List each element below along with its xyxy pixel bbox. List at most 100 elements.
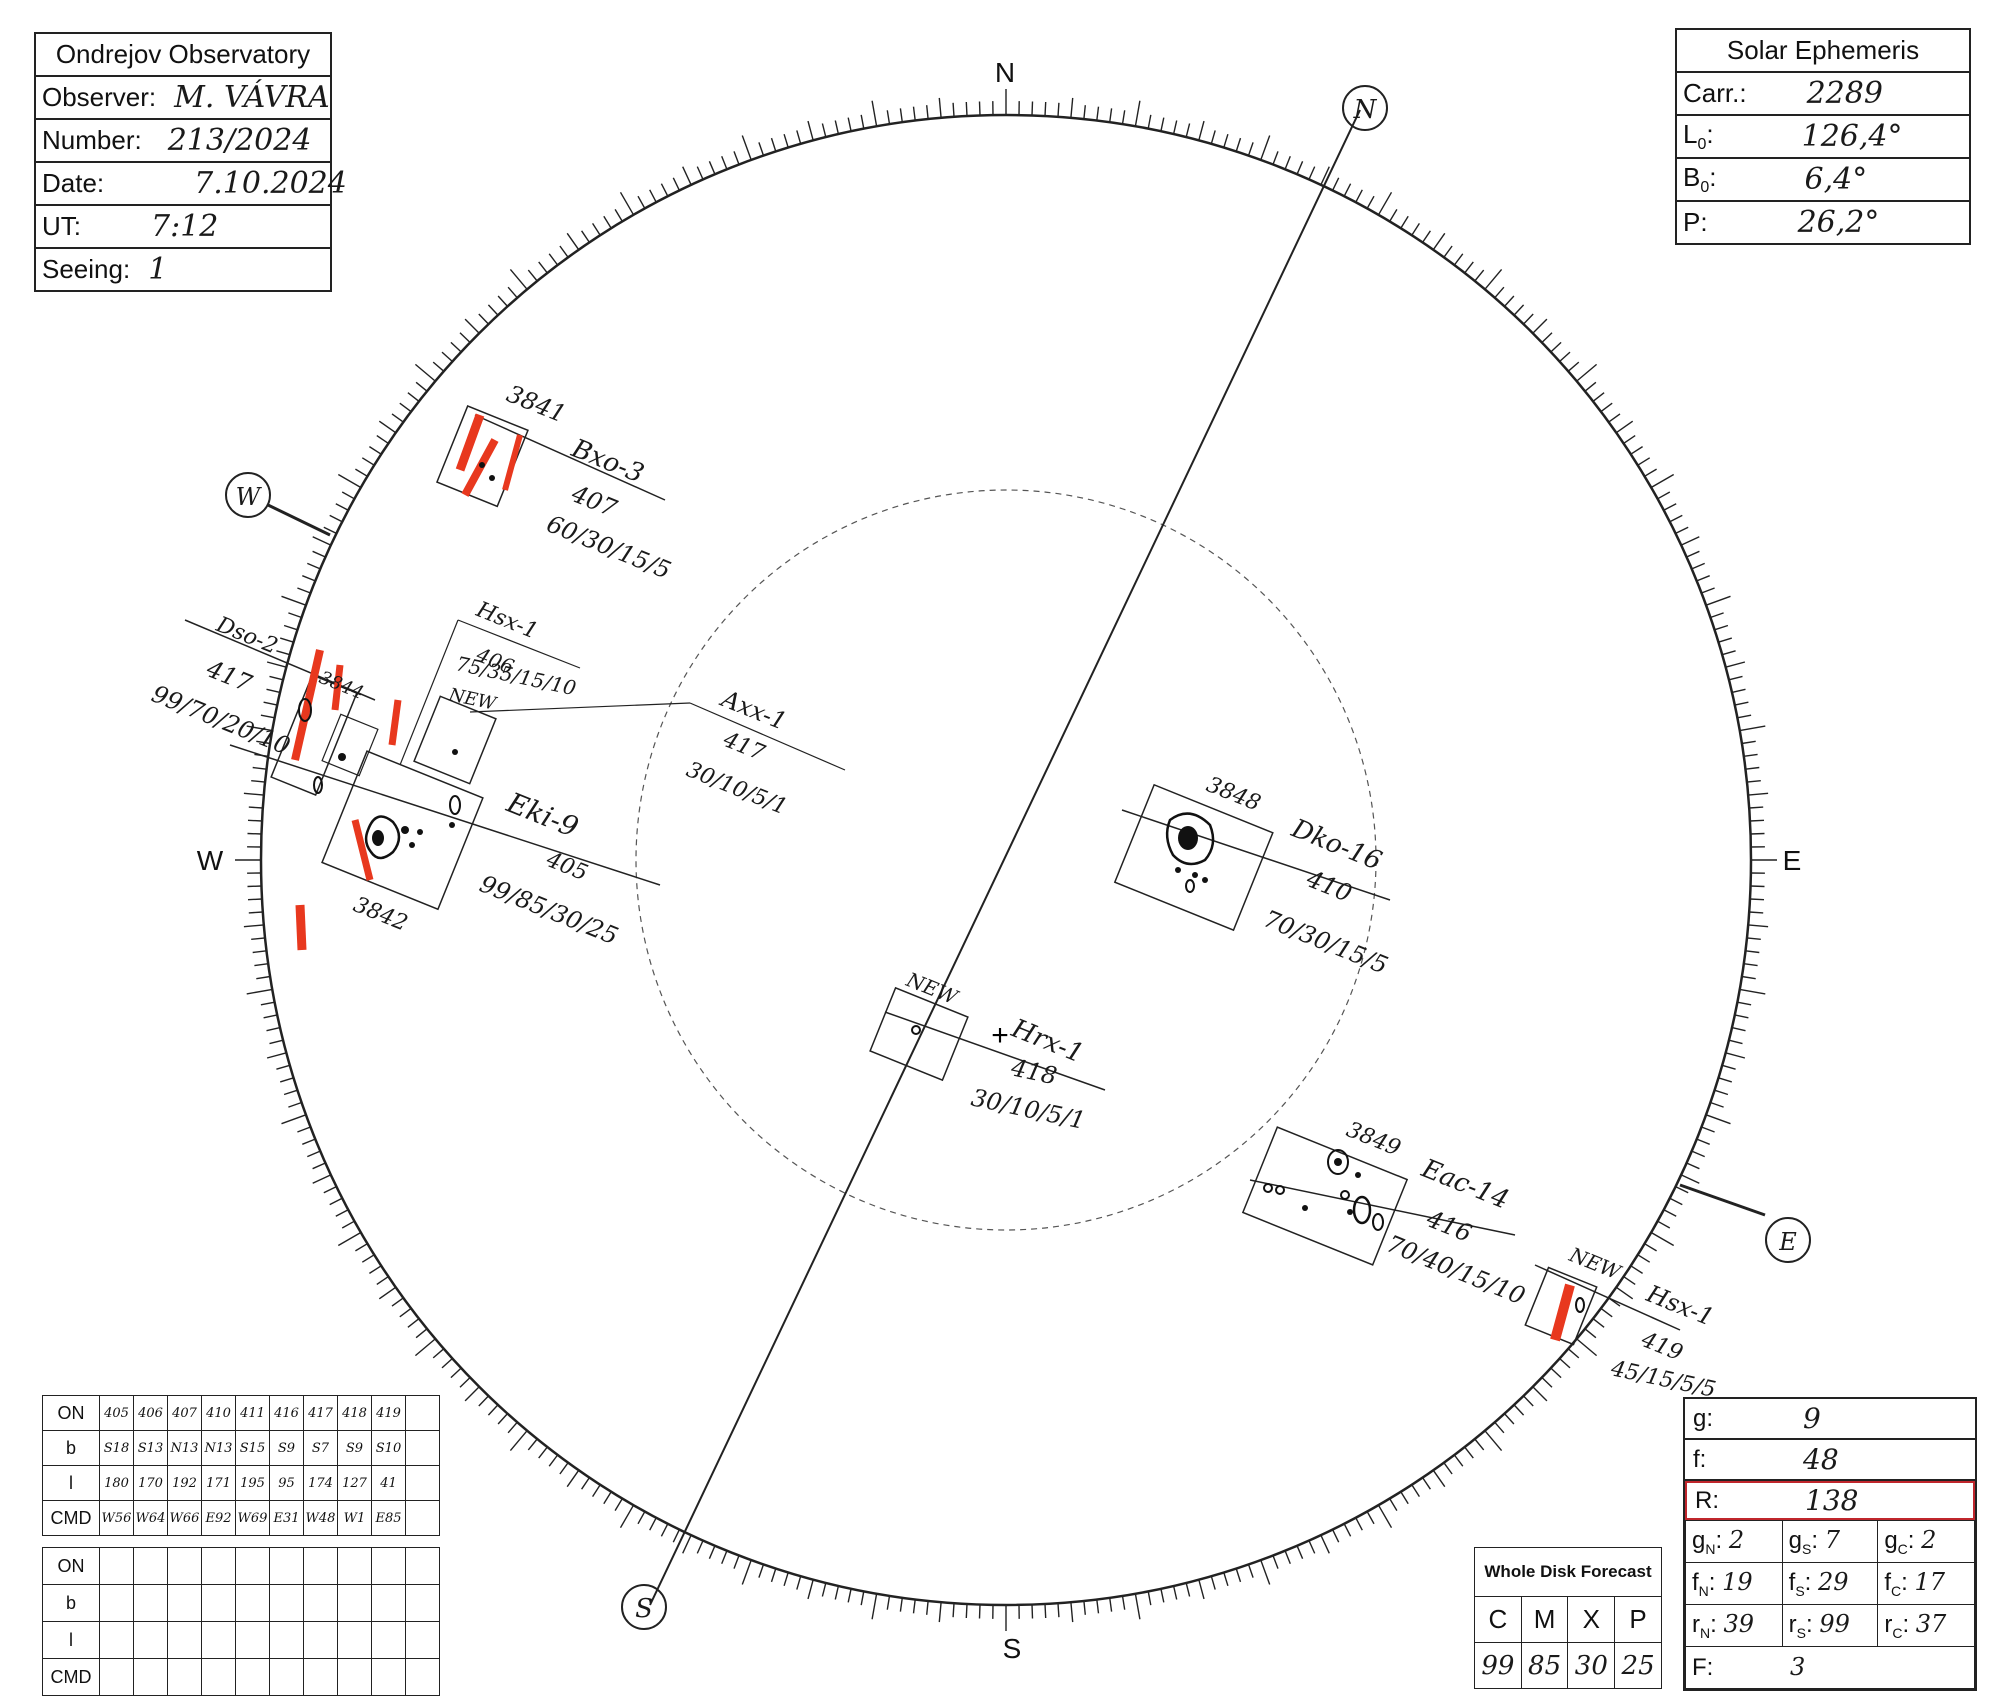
sunspot <box>1334 1158 1342 1166</box>
limb-tick <box>1637 1254 1651 1263</box>
group-hsx-406: Hsx-1 406 75/35/15/10 NEW <box>399 597 581 785</box>
limb-tick <box>407 392 420 402</box>
table-cell: S9 <box>269 1430 304 1466</box>
limb-tick <box>266 661 287 668</box>
limb-tick <box>1691 562 1705 570</box>
limb-tick <box>1669 1197 1683 1206</box>
limb-tick <box>538 1446 548 1459</box>
group-hsx-419-leader <box>1534 1264 1681 1331</box>
limb-tick <box>266 688 281 694</box>
table-cell: 417 <box>303 1395 338 1431</box>
limb-tick <box>1443 1462 1453 1475</box>
sunspot <box>1165 812 1215 866</box>
observatory-title: Ondrejov Observatory <box>55 39 311 69</box>
limb-tick <box>1746 937 1761 940</box>
limb-tick <box>649 1517 657 1531</box>
limb-tick <box>1464 261 1474 274</box>
limb-tick <box>1714 1089 1729 1096</box>
rc-label: r <box>1884 1611 1893 1639</box>
limb-tick <box>248 806 263 809</box>
limb-tick <box>1343 183 1352 197</box>
rc-sub: C <box>1892 1624 1903 1641</box>
limb-tick <box>592 223 601 236</box>
limb-tick <box>341 1220 355 1229</box>
limb-tick <box>1748 792 1769 796</box>
limb-tick <box>1484 1430 1503 1452</box>
limb-tick <box>497 295 509 307</box>
limb-tick <box>1567 1348 1580 1359</box>
table-cell: S9 <box>337 1430 372 1466</box>
limb-tick <box>1121 1595 1126 1610</box>
F-value: 3 <box>1790 1653 1806 1681</box>
limb-tick <box>1296 161 1304 175</box>
group-3841: 3841 Bxo-3 407 60/30/15/5 <box>435 380 675 585</box>
limb-tick <box>1743 963 1758 967</box>
limb-tick <box>1532 1386 1548 1402</box>
ut-label: UT: <box>42 211 81 241</box>
limb-tick <box>741 135 752 161</box>
limb-tick <box>1400 1491 1409 1505</box>
limb-tick <box>783 133 789 148</box>
limb-tick <box>1503 295 1515 307</box>
limb-tick <box>266 1052 287 1059</box>
carr-value: 2289 <box>1806 76 1883 111</box>
group-3842-number: 3842 <box>350 892 411 936</box>
limb-tick <box>450 1367 462 1379</box>
solar-ephemeris: Solar Ephemeris Carr.:2289 L0:126,4° B0:… <box>1675 28 1971 245</box>
group-3841-leader <box>474 414 666 501</box>
rn-value: 39 <box>1723 1610 1755 1639</box>
limb-tick <box>1600 402 1613 413</box>
table-cell: 127 <box>337 1465 372 1501</box>
limb-tick <box>741 1559 752 1585</box>
limb-tick <box>1749 819 1765 822</box>
limb-tick <box>1749 911 1764 914</box>
limb-tick <box>323 526 337 535</box>
limb-tick <box>399 402 412 413</box>
gs-sub: S <box>1802 1540 1812 1557</box>
limb-tick <box>281 595 307 606</box>
b0-label: B <box>1683 161 1701 192</box>
table-cell <box>405 1430 440 1466</box>
limb-tick <box>269 1039 284 1045</box>
limb-tick <box>1453 253 1464 266</box>
sunspot <box>449 822 455 828</box>
group-hrx-1-values: 30/10/5/1 <box>969 1083 1088 1134</box>
table-cell: S18 <box>99 1430 134 1466</box>
limb-tick <box>1748 924 1769 928</box>
limb-tick <box>1749 806 1764 809</box>
limb-tick <box>1750 832 1765 835</box>
table-row-b: b <box>42 1584 440 1622</box>
limb-tick <box>251 780 266 783</box>
observer-label: Observer: <box>42 82 157 112</box>
limb-tick <box>1741 975 1756 980</box>
limb-tick <box>307 1150 321 1158</box>
limb-tick <box>1474 1438 1485 1451</box>
limb-tick <box>1366 1511 1375 1525</box>
limb-tick <box>1608 413 1621 423</box>
date-value: 7.10.2024 <box>194 166 347 201</box>
sunspot <box>1263 1183 1273 1193</box>
limb-tick <box>441 351 453 363</box>
limb-tick <box>246 725 273 732</box>
limb-tick <box>1057 102 1060 117</box>
table-cell: 419 <box>371 1395 406 1431</box>
table-cell: 180 <box>99 1465 134 1501</box>
b0-sub: 0 <box>1700 179 1710 197</box>
r-value: 138 <box>1805 1484 1859 1517</box>
row-label: ON <box>42 1547 100 1585</box>
table-cell: W48 <box>303 1500 338 1536</box>
limb-tick <box>1686 1162 1700 1170</box>
group-3842-leader <box>229 744 661 886</box>
limb-tick <box>952 1603 955 1618</box>
group-hsx-406-tag: NEW <box>446 684 499 715</box>
limb-tick <box>1443 245 1453 258</box>
limb-tick <box>1432 1469 1446 1488</box>
limb-tick <box>592 1484 601 1497</box>
limb-tick <box>548 1454 559 1467</box>
table-cell: W64 <box>133 1500 168 1536</box>
compass-s: S <box>1003 1633 1022 1664</box>
limb-tick <box>335 1209 349 1217</box>
gn-label: g <box>1692 1527 1706 1555</box>
limb-tick <box>1160 1588 1165 1603</box>
